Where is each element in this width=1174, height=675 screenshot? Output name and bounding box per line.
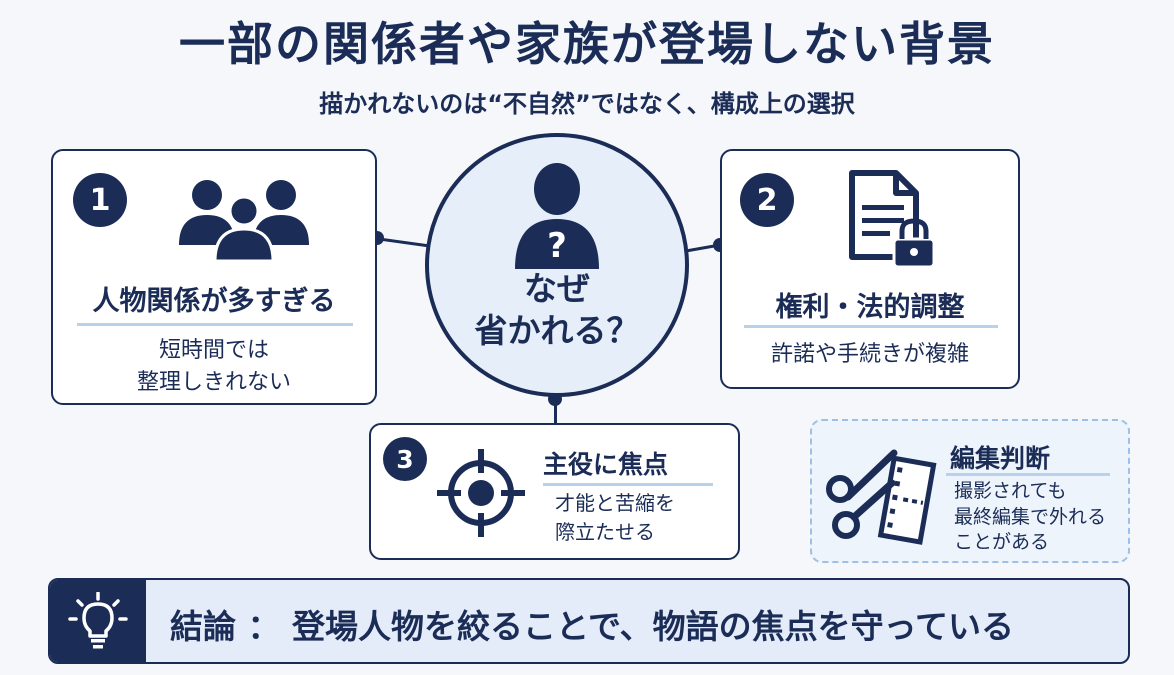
center-circle: ?	[425, 133, 689, 397]
card-2-description: 許諾や手続きが複雑	[770, 342, 969, 367]
lightbulb-box	[50, 580, 146, 662]
card-2-divider	[744, 325, 998, 328]
card-3-divider	[543, 483, 713, 486]
scissors-film-icon	[826, 449, 937, 545]
conclusion-text: 結論 ： 登場人物を絞ることで、物語の焦点を守っている	[170, 607, 1015, 646]
card-3-description: 才能と苦縮を 際立たせる	[555, 491, 675, 544]
page-title: 一部の関係者や家族が登場しない背景	[179, 17, 995, 71]
connector-bottom	[554, 395, 557, 425]
document-lock-icon	[849, 170, 936, 269]
reason-card-3: 3 主役に焦点 才能と苦縮を 際立たせる	[369, 423, 740, 560]
card-1-heading: 人物関係が多すぎる	[92, 286, 336, 317]
person-question-icon: ?	[515, 163, 599, 269]
card-2-heading: 権利・法的調整	[775, 292, 965, 323]
svg-text:?: ?	[547, 226, 567, 266]
lightbulb-icon	[68, 592, 128, 649]
editing-decision-card: 編集判断 撮影されても 最終編集で外れる ことがある	[810, 419, 1130, 563]
card-1-divider	[77, 323, 353, 326]
edit-card-description: 撮影されても 最終編集で外れる ことがある	[954, 480, 1107, 554]
page-subtitle: 描かれないのは“不自然”ではなく、構成上の選択	[319, 90, 855, 118]
number-badge-3: 3	[383, 437, 427, 481]
conclusion-bar: 結論 ： 登場人物を絞ることで、物語の焦点を守っている	[48, 578, 1130, 664]
number-badge-2: 2	[740, 173, 794, 227]
connector-left	[375, 237, 432, 248]
group-people-icon	[179, 180, 309, 261]
reason-card-2: 2 権利・法的調整 許諾や手続きが複雑	[720, 149, 1020, 389]
edit-card-divider	[946, 473, 1110, 476]
center-question: なぜ 省かれる？	[474, 269, 640, 351]
target-icon	[437, 449, 525, 537]
card-1-description: 短時間では 整理しきれない	[136, 338, 291, 395]
card-3-heading: 主役に焦点	[543, 450, 669, 479]
edit-card-heading: 編集判断	[950, 444, 1051, 473]
number-badge-1: 1	[73, 173, 127, 227]
reason-card-1: 1 人物関係が多すぎる 短時間では 整理しきれない	[51, 149, 377, 405]
